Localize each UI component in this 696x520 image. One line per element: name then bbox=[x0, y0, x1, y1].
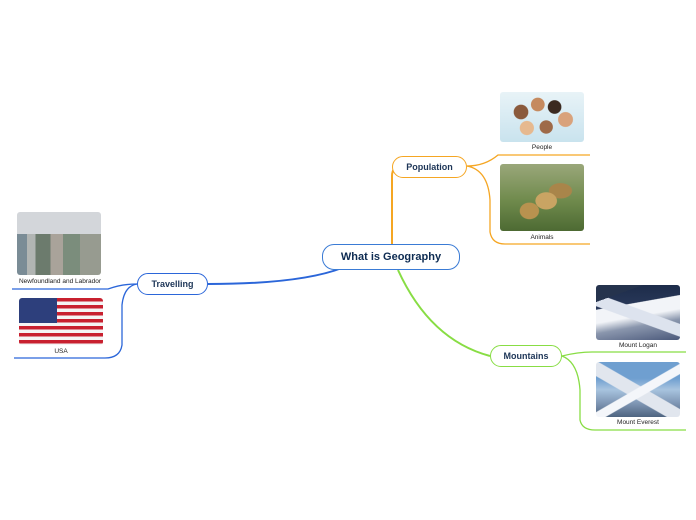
subtopic-label: People bbox=[531, 144, 553, 151]
connector-everest bbox=[561, 355, 686, 431]
connector-animals bbox=[466, 165, 590, 245]
subtopic-label: Newfoundland and Labrador bbox=[18, 278, 102, 285]
subtopic-label: Mount Logan bbox=[619, 342, 657, 349]
everest-photo bbox=[596, 362, 680, 417]
connector-mountains bbox=[397, 269, 491, 357]
people-photo bbox=[500, 92, 584, 142]
subtopic-label: Animals bbox=[530, 234, 554, 241]
subtopic-newfoundland[interactable]: Newfoundland and Labrador bbox=[12, 212, 108, 287]
coastal-town-photo bbox=[17, 212, 101, 275]
subtopic-usa[interactable]: USA bbox=[14, 298, 108, 356]
connector-travelling bbox=[207, 267, 343, 285]
subtopic-mount-logan[interactable]: Mount Logan bbox=[596, 285, 680, 350]
connector-logan bbox=[561, 351, 686, 357]
topic-population[interactable]: Population bbox=[392, 156, 467, 178]
topic-travelling[interactable]: Travelling bbox=[137, 273, 208, 295]
cheetah-photo bbox=[500, 164, 584, 231]
subtopic-people[interactable]: People bbox=[500, 92, 584, 154]
subtopic-mount-everest[interactable]: Mount Everest bbox=[596, 362, 680, 428]
central-topic[interactable]: What is Geography bbox=[322, 244, 460, 270]
subtopic-label: USA bbox=[54, 348, 68, 355]
subtopic-label: Mount Everest bbox=[617, 419, 659, 426]
connector-people bbox=[466, 154, 590, 167]
connector-usa bbox=[14, 283, 138, 359]
topic-mountains[interactable]: Mountains bbox=[490, 345, 562, 367]
us-flag-photo bbox=[19, 298, 103, 345]
snowy-mountain-photo bbox=[596, 285, 680, 340]
subtopic-animals[interactable]: Animals bbox=[500, 164, 584, 242]
connector-newfoundland bbox=[12, 283, 138, 290]
